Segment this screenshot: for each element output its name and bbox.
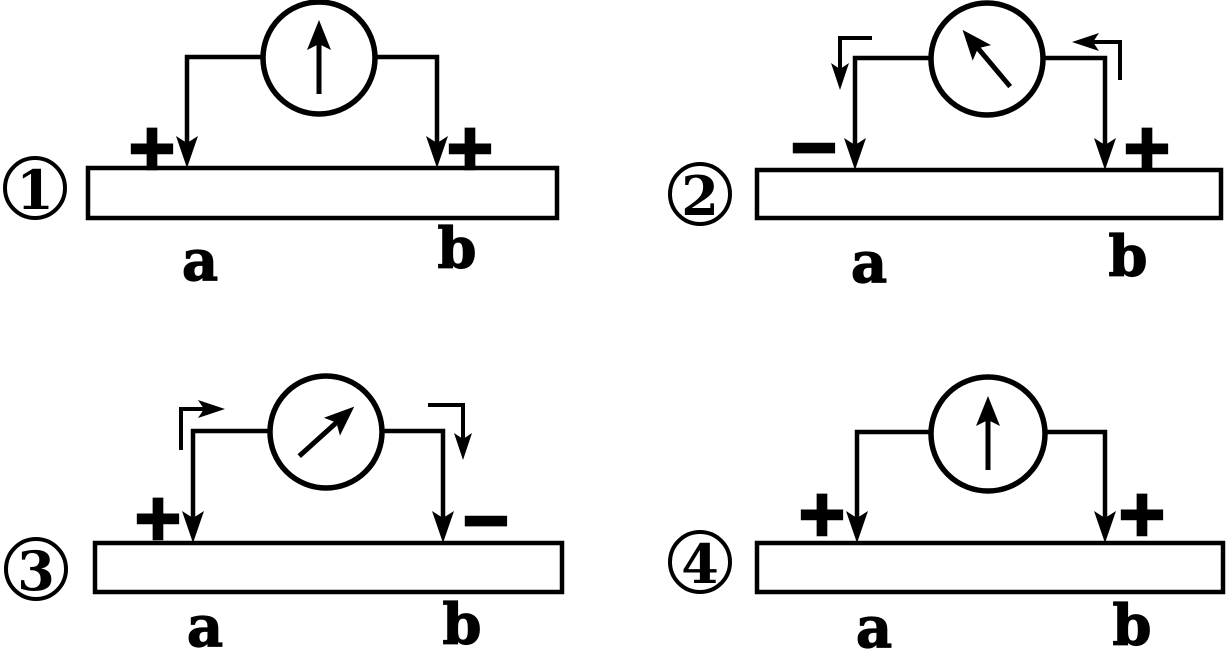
- current-direction-arrow-left-icon: [1072, 33, 1122, 80]
- left-polarity-sign: +: [796, 477, 848, 550]
- terminal-a-label: a: [856, 595, 892, 649]
- diagram-4: 4 + + a b: [668, 374, 1226, 649]
- terminal-b-label: b: [437, 216, 476, 282]
- galvanometer-needle-icon: [297, 406, 355, 458]
- conductor-bar: [92, 540, 565, 595]
- right-lead-wire: [382, 428, 446, 525]
- conductor-bar: [754, 540, 1226, 595]
- right-polarity-sign: −: [460, 483, 512, 556]
- right-lead-arrowhead-icon: [1094, 138, 1116, 170]
- left-lead-wire: [190, 428, 270, 525]
- right-lead-arrowhead-icon: [432, 511, 454, 543]
- galvanometer-needle-icon: [962, 29, 1013, 89]
- left-polarity-sign: +: [132, 481, 184, 554]
- left-lead-wire: [852, 55, 931, 152]
- left-lead-wire: [854, 429, 931, 525]
- terminal-a-label: a: [182, 228, 218, 294]
- current-direction-arrow-right-icon: [179, 400, 225, 450]
- circled-number: 4: [681, 532, 719, 596]
- right-polarity-sign: +: [1116, 477, 1168, 550]
- terminal-b-label: b: [1108, 224, 1147, 290]
- right-lead-wire: [1045, 429, 1108, 525]
- current-direction-arrow-down-icon: [428, 403, 472, 460]
- circled-number-badge: [3, 156, 67, 220]
- galvanometer-needle-icon: [307, 20, 331, 94]
- terminal-b-label: b: [442, 592, 481, 649]
- diagram-1: 1 + + a b: [3, 0, 560, 295]
- left-polarity-sign: −: [788, 110, 840, 183]
- right-polarity-sign: +: [1121, 111, 1173, 184]
- circled-number: 3: [17, 539, 55, 603]
- right-lead-arrowhead-icon: [426, 136, 448, 168]
- left-lead-arrowhead-icon: [176, 136, 198, 168]
- circled-number-badge: [668, 530, 732, 594]
- right-lead-wire: [1043, 55, 1108, 152]
- circled-number-badge: [4, 537, 68, 601]
- right-lead-wire: [375, 54, 440, 150]
- circled-number-badge: [668, 162, 732, 226]
- circled-number: 1: [16, 158, 54, 222]
- right-polarity-sign: +: [444, 111, 496, 184]
- left-lead-arrowhead-icon: [182, 511, 204, 543]
- conductor-bar: [85, 165, 560, 221]
- right-lead-arrowhead-icon: [1094, 511, 1116, 543]
- current-direction-arrow-down-icon: [831, 36, 872, 90]
- left-polarity-sign: +: [126, 111, 178, 184]
- galvanometer-needle-icon: [976, 396, 1000, 470]
- left-lead-arrowhead-icon: [846, 511, 868, 543]
- diagram-3: 3 + − a b: [4, 373, 565, 649]
- left-lead-wire: [184, 54, 263, 150]
- conductor-bar: [754, 167, 1224, 221]
- diagram-2: 2 − + a b: [668, 0, 1224, 297]
- terminal-a-label: a: [851, 230, 887, 296]
- left-lead-arrowhead-icon: [844, 138, 866, 170]
- circled-number: 2: [681, 164, 719, 228]
- terminal-b-label: b: [1112, 593, 1151, 649]
- terminal-a-label: a: [187, 594, 223, 649]
